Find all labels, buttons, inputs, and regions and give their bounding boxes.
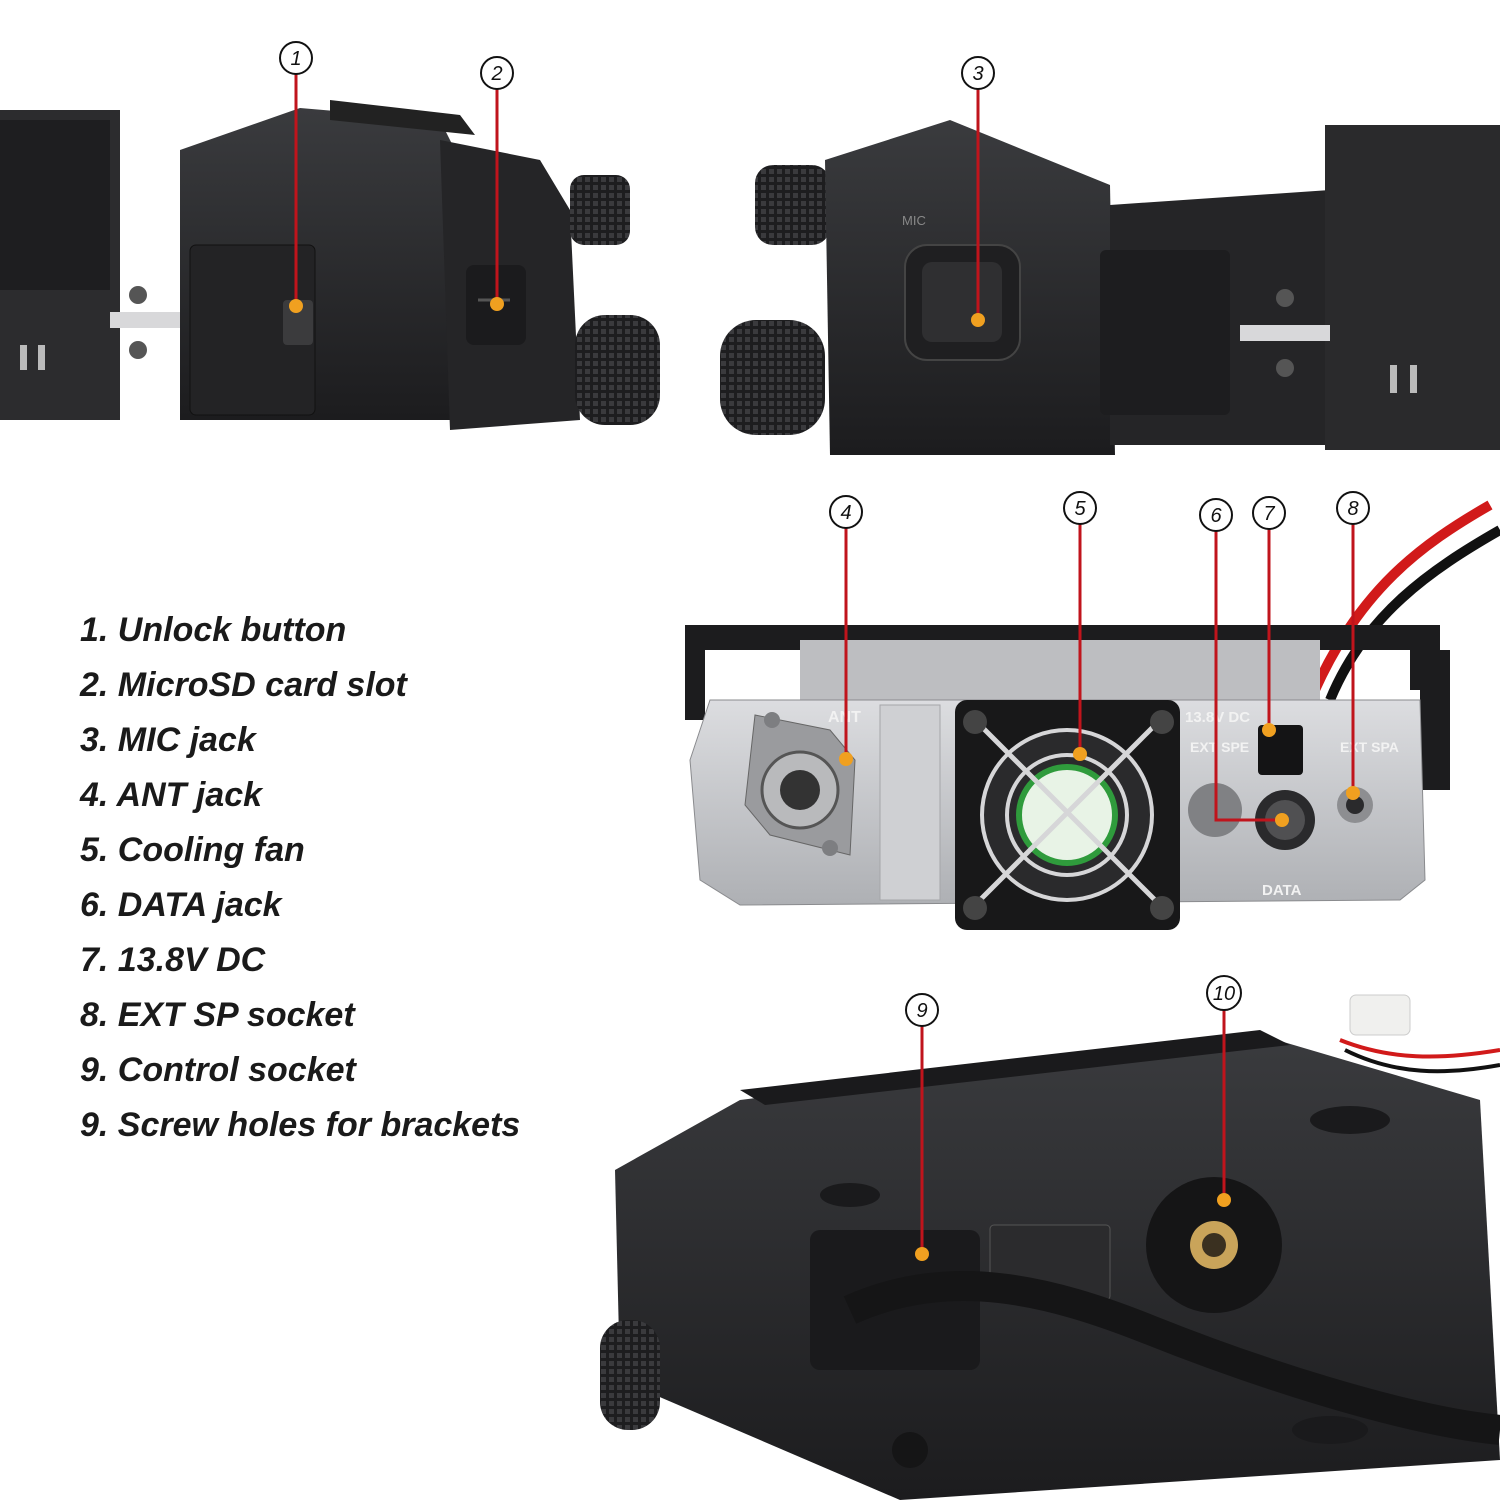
callout-7: 7 <box>1252 496 1286 737</box>
callout-number-9: 9 <box>916 1000 927 1022</box>
marker-dot <box>490 297 504 311</box>
marker-dot <box>1217 1193 1231 1207</box>
callout-number-2: 2 <box>490 63 502 85</box>
feature-legend: 1. Unlock button 2. MicroSD card slot 3.… <box>80 605 520 1155</box>
data-panel-label: DATA <box>1262 882 1302 899</box>
callout-10: 10 <box>1206 975 1242 1207</box>
callout-number-8: 8 <box>1347 498 1358 520</box>
callout-2: 2 <box>480 56 514 311</box>
callout-5: 5 <box>1063 491 1097 761</box>
callout-number-3: 3 <box>972 63 983 85</box>
callout-9: 9 <box>905 993 939 1261</box>
legend-item-control-socket: 9. Control socket <box>80 1051 356 1089</box>
marker-dot <box>971 313 985 327</box>
radio-side-view-right: MIC <box>720 120 1500 455</box>
legend-item-microsd-slot: 2. MicroSD card slot <box>80 666 407 704</box>
marker-dot <box>839 752 853 766</box>
callout-number-4: 4 <box>840 502 851 524</box>
callout-4: 4 <box>829 495 863 766</box>
legend-item-cooling-fan: 5. Cooling fan <box>80 831 305 869</box>
marker-dot <box>915 1247 929 1261</box>
callout-6: 6 <box>1199 498 1289 827</box>
ext-spa-panel-label: EXT SPA <box>1340 739 1399 755</box>
dc-panel-label: 13.8V DC <box>1185 709 1250 726</box>
radio-bottom-view <box>600 994 1500 1500</box>
marker-dot <box>1275 813 1289 827</box>
legend-item-mic-jack: 3. MIC jack <box>80 721 256 759</box>
ext-spe-panel-label: EXT SPE <box>1190 739 1249 755</box>
radio-rear-panel: ANT 13.8V DC EXT SPE EXT SPA DATA <box>685 500 1500 930</box>
callout-1: 1 <box>279 41 313 313</box>
marker-dot <box>1346 786 1360 800</box>
legend-item-screw-holes: 9. Screw holes for brackets <box>80 1106 521 1144</box>
callout-3: 3 <box>961 56 995 327</box>
legend-item-dc-input: 7. 13.8V DC <box>80 941 266 979</box>
legend-item-unlock-button: 1. Unlock button <box>80 611 347 649</box>
radio-side-view-left <box>0 100 660 430</box>
marker-dot <box>1262 723 1276 737</box>
mic-port-label: MIC <box>902 213 926 228</box>
callout-8: 8 <box>1336 491 1370 800</box>
legend-item-data-jack: 6. DATA jack <box>80 886 282 924</box>
legend-item-ant-jack: 4. ANT jack <box>80 776 263 814</box>
callout-number-6: 6 <box>1210 505 1222 527</box>
marker-dot <box>289 299 303 313</box>
callout-number-1: 1 <box>290 48 301 70</box>
callout-number-10: 10 <box>1213 983 1235 1005</box>
legend-item-ext-sp-socket: 8. EXT SP socket <box>80 996 355 1034</box>
marker-dot <box>1073 747 1087 761</box>
callout-number-5: 5 <box>1074 498 1086 520</box>
callout-number-7: 7 <box>1263 503 1275 525</box>
